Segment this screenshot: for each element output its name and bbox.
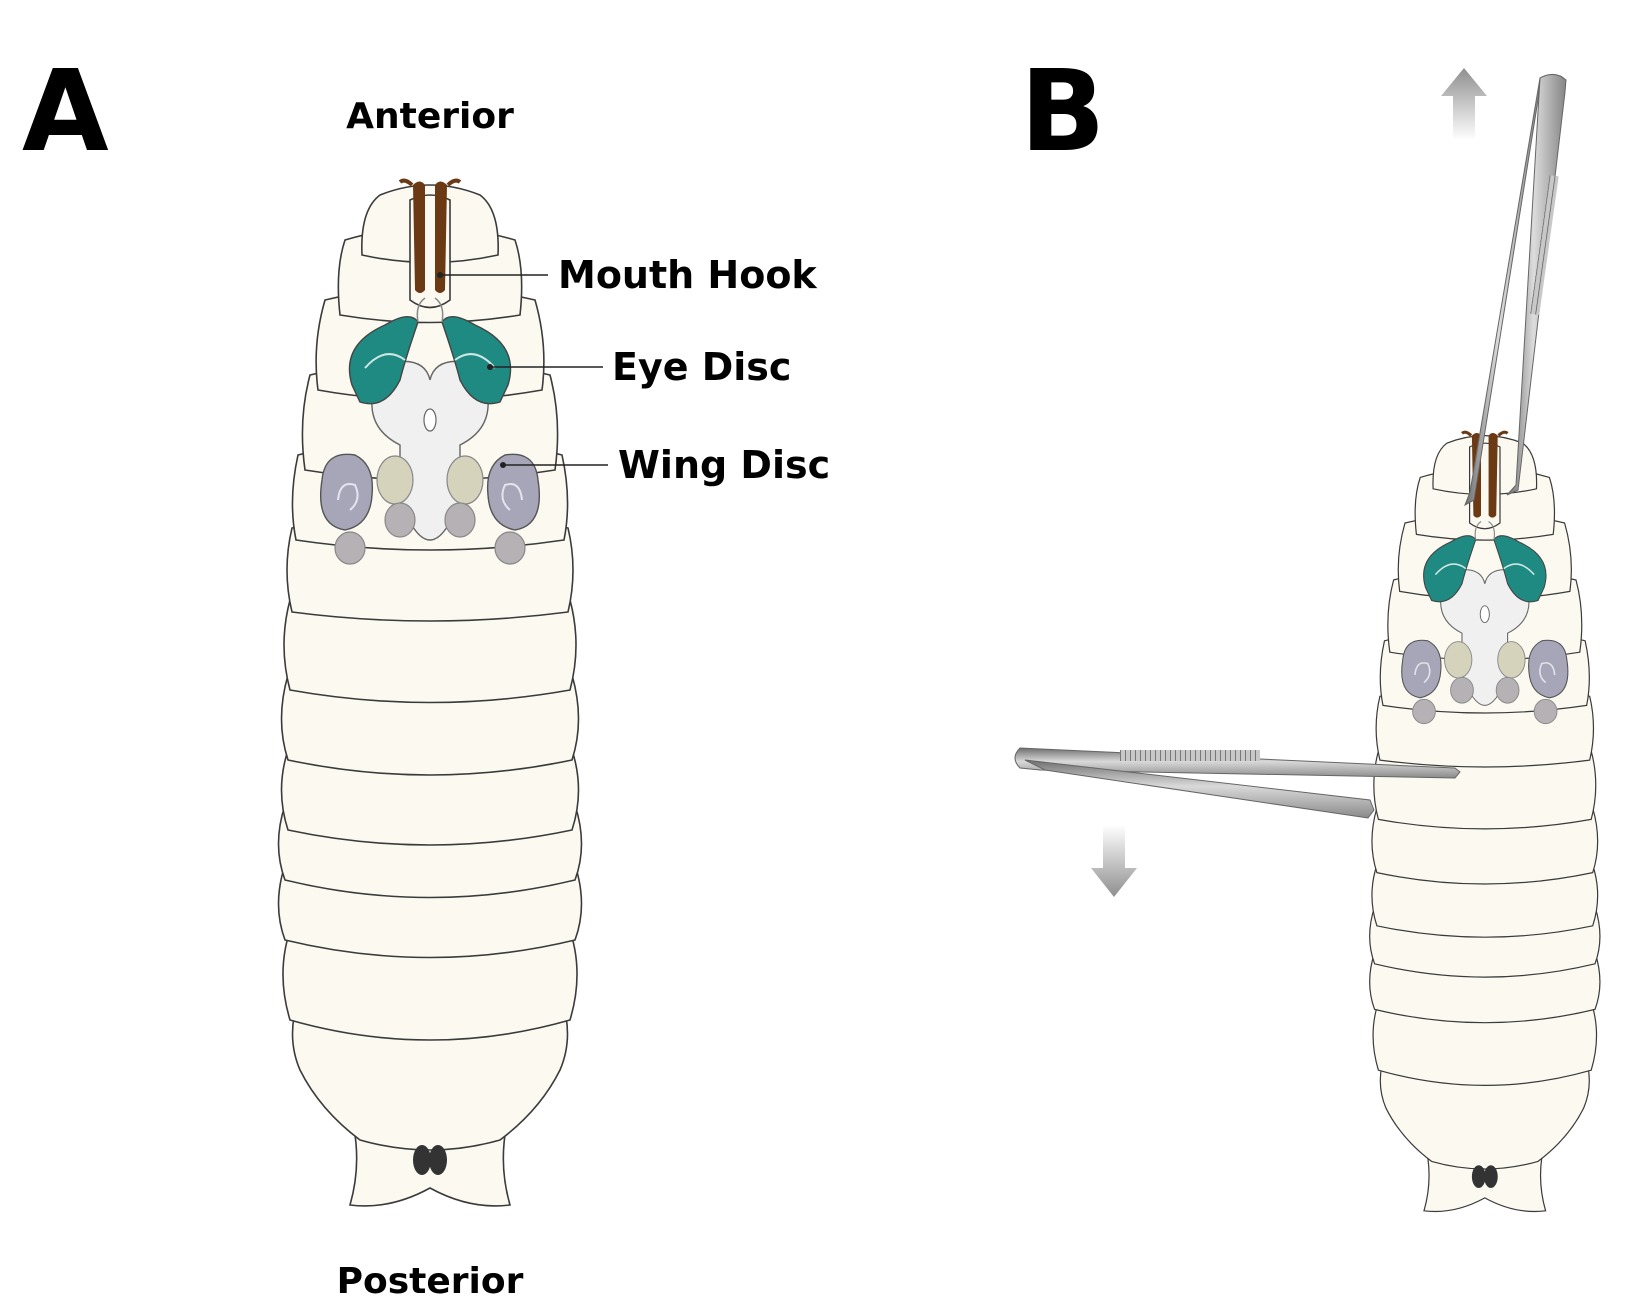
forceps-icon: [1464, 74, 1567, 507]
callout-wing-disc: Wing Disc: [500, 443, 830, 487]
forceps-icon: [1014, 747, 1461, 819]
anterior-label: Anterior: [346, 96, 514, 137]
callout-label-eye-disc: Eye Disc: [612, 345, 791, 389]
panel-a-letter: A: [22, 47, 109, 177]
arrow-up-icon: [1441, 68, 1487, 140]
callout-label-mouth-hook: Mouth Hook: [558, 253, 817, 297]
larva-illustration: [276, 178, 584, 1208]
callout-label-wing-disc: Wing Disc: [618, 443, 830, 487]
panel-b: B: [1014, 47, 1602, 1214]
callout-eye-disc: Eye Disc: [487, 345, 791, 389]
posterior-label: Posterior: [337, 1261, 524, 1302]
panel-b-letter: B: [1020, 47, 1105, 177]
callout-mouth-hook: Mouth Hook: [437, 253, 817, 297]
panel-a: A Anterior Mouth Hook Eye Disc Wing Disc…: [22, 47, 830, 1302]
arrow-down-icon: [1091, 825, 1137, 897]
larva-illustration-b: [1368, 430, 1602, 1214]
